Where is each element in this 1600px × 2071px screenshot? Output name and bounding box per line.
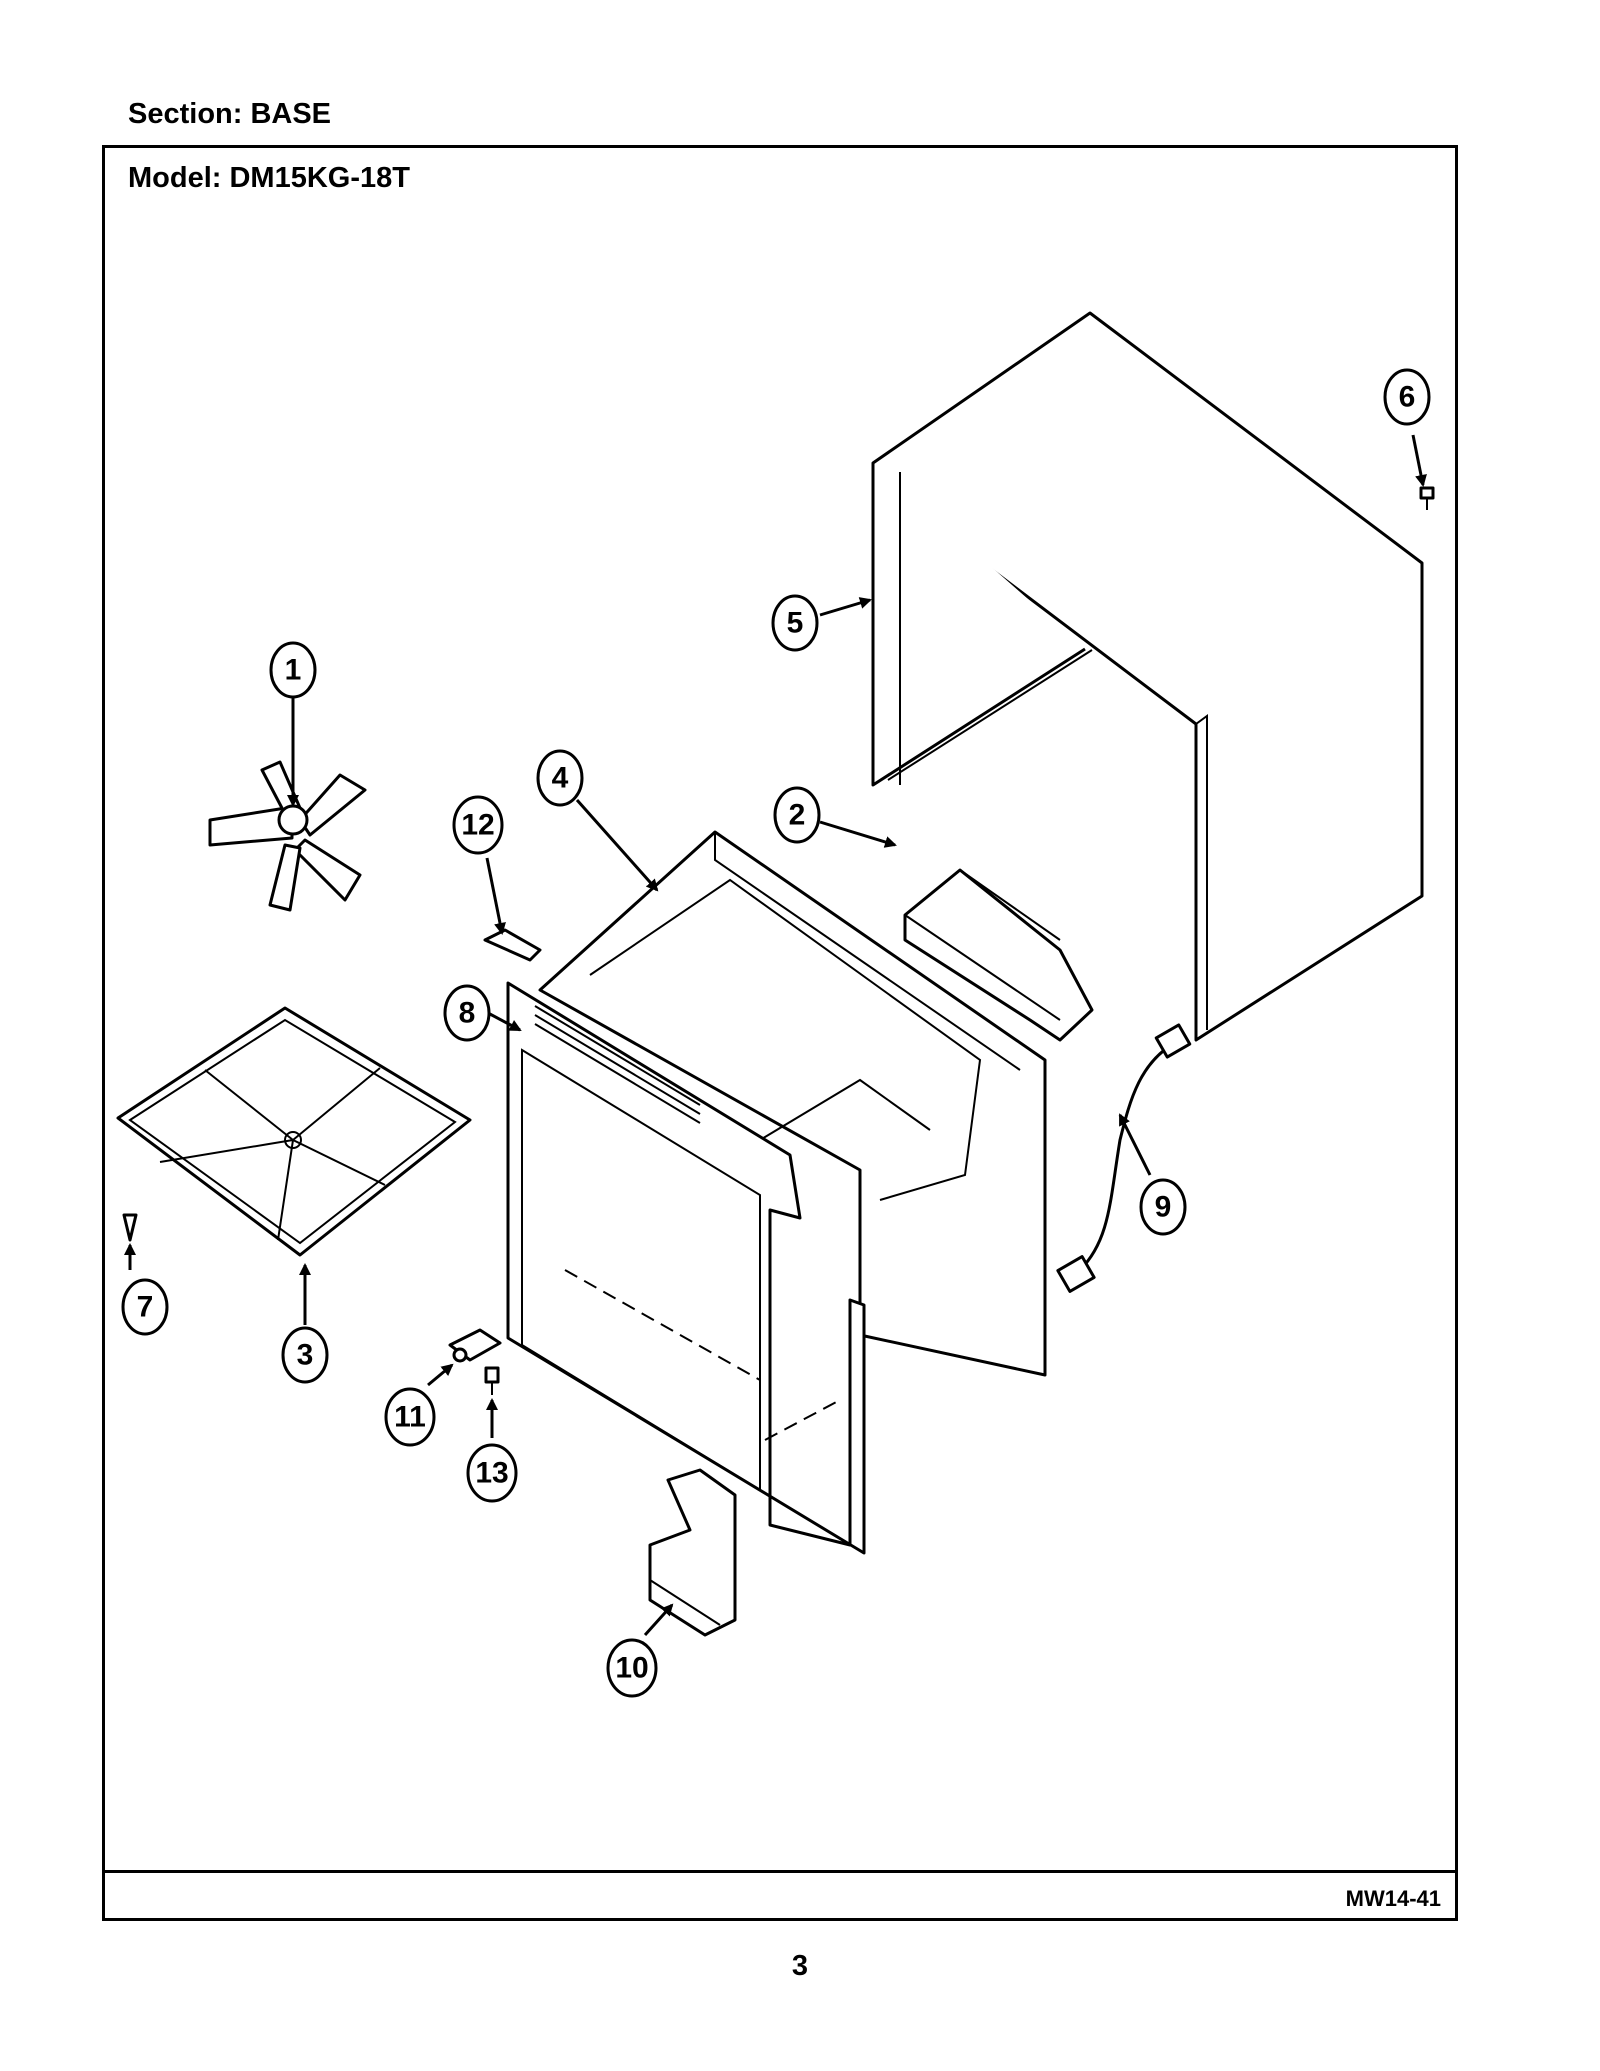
callout-3: 3 — [281, 1326, 329, 1384]
callout-9: 9 — [1139, 1178, 1187, 1236]
callout-13: 13 — [466, 1443, 518, 1503]
callout-3-label: 3 — [297, 1339, 314, 1372]
air-duct-part-2 — [903, 868, 1094, 1042]
callout-8-label: 8 — [459, 997, 476, 1030]
callout-13-label: 13 — [475, 1457, 508, 1490]
screw-part-13 — [484, 1366, 500, 1395]
callout-2-label: 2 — [789, 799, 806, 832]
callout-7: 7 — [121, 1278, 169, 1336]
bracket-part-10 — [648, 1468, 737, 1637]
callout-8: 8 — [443, 984, 491, 1042]
footer-divider — [105, 1870, 1455, 1873]
leader-8 — [487, 1011, 522, 1032]
callout-11: 11 — [384, 1387, 436, 1447]
leader-10 — [643, 1603, 674, 1637]
callout-2: 2 — [773, 786, 821, 844]
callout-12-label: 12 — [461, 809, 494, 842]
fan-blade-part-1 — [208, 760, 367, 912]
power-cord-part-9 — [1056, 1023, 1192, 1293]
clip-part-12 — [483, 928, 542, 962]
callout-6: 6 — [1383, 368, 1431, 426]
callout-6-label: 6 — [1399, 381, 1416, 414]
front-panel-part-8 — [506, 981, 866, 1555]
leader-6 — [1411, 434, 1427, 487]
section-title: Section: BASE — [128, 98, 332, 130]
leader-5 — [819, 597, 872, 617]
callout-10: 10 — [606, 1638, 658, 1698]
callout-9-label: 9 — [1155, 1191, 1172, 1224]
callout-4-label: 4 — [552, 762, 569, 795]
diagram-frame: Model: DM15KG-18T MW14-41 — [102, 145, 1458, 1921]
leader-12 — [485, 857, 506, 935]
leader-4 — [575, 799, 659, 892]
base-pan-part-4 — [538, 830, 1047, 1377]
leader-9 — [1118, 1113, 1152, 1176]
drawing-id: MW14-41 — [1345, 1886, 1441, 1911]
screw-part-7 — [122, 1213, 138, 1242]
leader-11 — [427, 1363, 454, 1387]
screw-part-6 — [1419, 486, 1435, 510]
callout-11-label: 11 — [394, 1401, 426, 1434]
callout-5-label: 5 — [787, 607, 804, 640]
callout-1: 1 — [269, 641, 317, 699]
latch-part-11 — [448, 1328, 502, 1363]
callout-7-label: 7 — [137, 1291, 154, 1324]
callout-1-label: 1 — [285, 654, 302, 687]
page-number: 3 — [791, 1950, 809, 1982]
callout-4: 4 — [536, 749, 584, 807]
callout-10-label: 10 — [615, 1652, 648, 1685]
callout-5: 5 — [771, 594, 819, 652]
outer-cabinet-part-5 — [871, 311, 1424, 1042]
leader-2 — [819, 820, 897, 848]
fan-guard-part-3 — [116, 1006, 472, 1257]
model-title: Model: DM15KG-18T — [128, 162, 410, 194]
callout-12: 12 — [452, 795, 504, 855]
